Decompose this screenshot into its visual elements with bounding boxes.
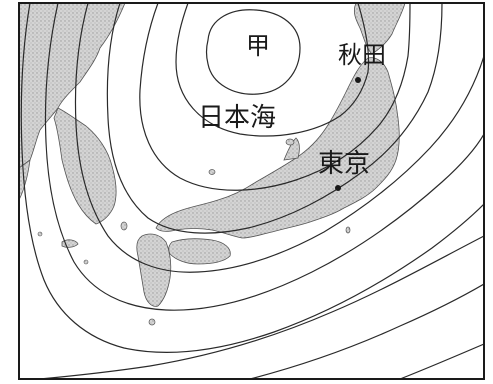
center-label: 甲 [246,32,270,60]
noto-peninsula [283,137,300,161]
small-island-a [83,259,89,265]
mainland-landmass [19,3,126,169]
isobar-3 [139,3,411,191]
isobar-7 [20,3,484,353]
isobar-10 [399,343,484,379]
isobar-6 [44,3,484,311]
shikoku [168,238,231,265]
map-frame-border [18,2,485,380]
isobar-8 [39,235,484,379]
tsushima-island [120,221,128,231]
akita-label: 秋田 [338,41,386,69]
tokyo-point [335,185,341,191]
isobar-5 [74,3,484,273]
isobar-4 [106,3,443,234]
tanegashima-island [148,318,156,326]
korean-peninsula [53,107,117,225]
small-island-b [37,231,43,237]
sea-label: 日本海 [198,103,276,133]
izu-island [345,226,351,234]
isobar-1 [205,9,301,95]
isobar-9 [249,283,484,379]
tokyo-label: 東京 [318,149,370,179]
sado-island [285,138,295,146]
isobars [20,3,484,379]
akita-point [355,77,361,83]
honshu [155,57,400,239]
oki-island [208,169,216,175]
kyushu [136,233,172,307]
isobar-2 [175,3,370,137]
